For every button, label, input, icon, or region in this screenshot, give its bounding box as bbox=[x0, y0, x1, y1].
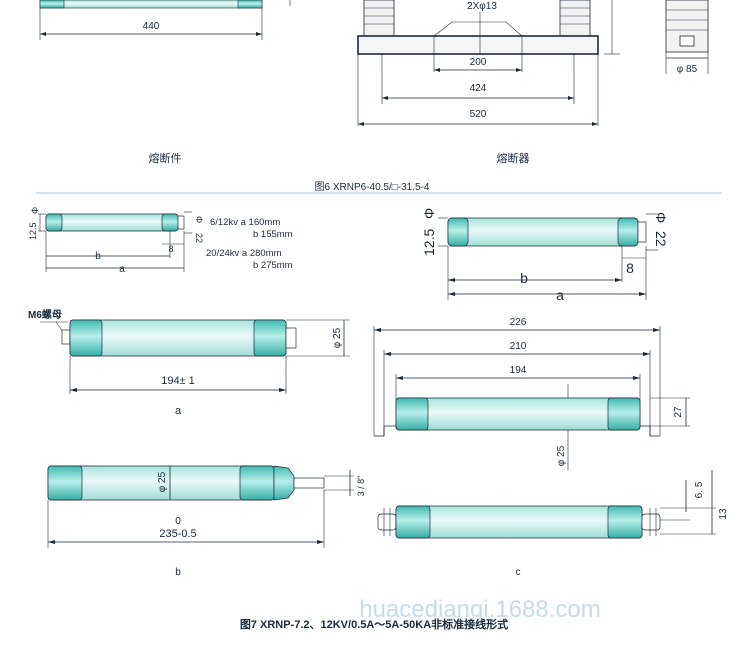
dim-200: 200 bbox=[470, 57, 487, 68]
spec-table: 6/12kv a 160mm b 155mm 20/24kv a 280mm b… bbox=[206, 217, 293, 271]
large-dim-a: a bbox=[556, 287, 564, 303]
fuse-right-dim-27: 27 bbox=[673, 406, 684, 418]
large-dim-22: 22 bbox=[653, 231, 669, 247]
spec-line-3: 20/24kv a 280mm bbox=[206, 248, 282, 259]
caption-fuse-element: 熔断件 bbox=[149, 151, 182, 165]
fuse-right-dim-210: 210 bbox=[510, 341, 527, 352]
fuse-b-caption: b bbox=[175, 567, 181, 578]
spec-line-2: b 155mm bbox=[253, 229, 293, 240]
small-dim-b: b bbox=[95, 251, 101, 262]
fuse-b-drawing bbox=[47, 465, 354, 548]
fuse-b-dim-3-8: 3 / 8" bbox=[356, 476, 366, 497]
fuse-a-nut-label: M6螺母 bbox=[28, 308, 62, 321]
fuse-a-drawing bbox=[40, 319, 350, 394]
small-fuse-drawing bbox=[38, 211, 192, 272]
large-dim-8: 8 bbox=[626, 260, 634, 276]
large-dim-b: b bbox=[520, 270, 528, 286]
fuse-right-dim-phi25: φ 25 bbox=[556, 445, 567, 466]
fig7-title: 图7 XRNP-7.2、12KV/0.5A～5A-50KA非标准接线形式 bbox=[240, 617, 508, 631]
small-dim-phi-left: Φ bbox=[30, 207, 40, 214]
fuse-right-drawing bbox=[373, 326, 690, 470]
fuse-c-drawing bbox=[377, 470, 716, 539]
top-side-view bbox=[665, 0, 709, 74]
watermark: huacedianqi.1688.com bbox=[359, 596, 601, 623]
fuse-a-dim-phi25: φ 25 bbox=[332, 327, 343, 348]
dim-424: 424 bbox=[470, 83, 487, 94]
dim-phi85: φ 85 bbox=[677, 64, 698, 75]
dim-520: 520 bbox=[470, 109, 487, 120]
fuse-b-dim-235: 235-0.5 bbox=[159, 528, 196, 540]
large-fuse-drawing bbox=[438, 213, 658, 300]
top-fuse-assembly-drawing bbox=[357, 0, 620, 126]
spec-line-4: b 275mm bbox=[253, 260, 293, 271]
small-dim-12-5: 12.5 bbox=[28, 222, 38, 240]
fuse-a-caption: a bbox=[175, 405, 182, 417]
top-fuse-element-drawing bbox=[39, 0, 291, 40]
fig6-title: 图6 XRNP6-40.5/□-31.5-4 bbox=[315, 181, 430, 193]
fuse-b-dim-phi25: φ 25 bbox=[157, 471, 168, 492]
insulator-right bbox=[559, 0, 591, 37]
small-dim-22: 22 bbox=[194, 233, 204, 243]
fuse-c-caption: c bbox=[516, 567, 521, 578]
small-dim-a: a bbox=[119, 264, 125, 275]
large-dim-12-5: 12.5 bbox=[421, 229, 437, 256]
fuse-a-dim-194: 194± 1 bbox=[161, 375, 195, 387]
large-dim-phi-left: Φ bbox=[421, 208, 437, 219]
fuse-c-dim-6-5: 6. 5 bbox=[694, 481, 705, 498]
fuse-c-dim-13: 13 bbox=[718, 508, 729, 520]
fuse-right-dim-226: 226 bbox=[510, 317, 527, 328]
caption-fuse: 熔断器 bbox=[497, 151, 530, 165]
large-dim-phi-right: Φ bbox=[653, 212, 669, 223]
small-dim-8: 8 bbox=[168, 244, 173, 254]
dim-440: 440 bbox=[143, 21, 160, 32]
fuse-right-dim-194: 194 bbox=[510, 365, 527, 376]
dim-2xphi13: 2Xφ13 bbox=[467, 1, 497, 12]
fuse-b-dim-0: 0 bbox=[175, 516, 181, 527]
spec-line-1: 6/12kv a 160mm bbox=[210, 217, 280, 228]
insulator-left bbox=[363, 0, 395, 37]
small-dim-phi-right: Φ bbox=[194, 216, 204, 223]
